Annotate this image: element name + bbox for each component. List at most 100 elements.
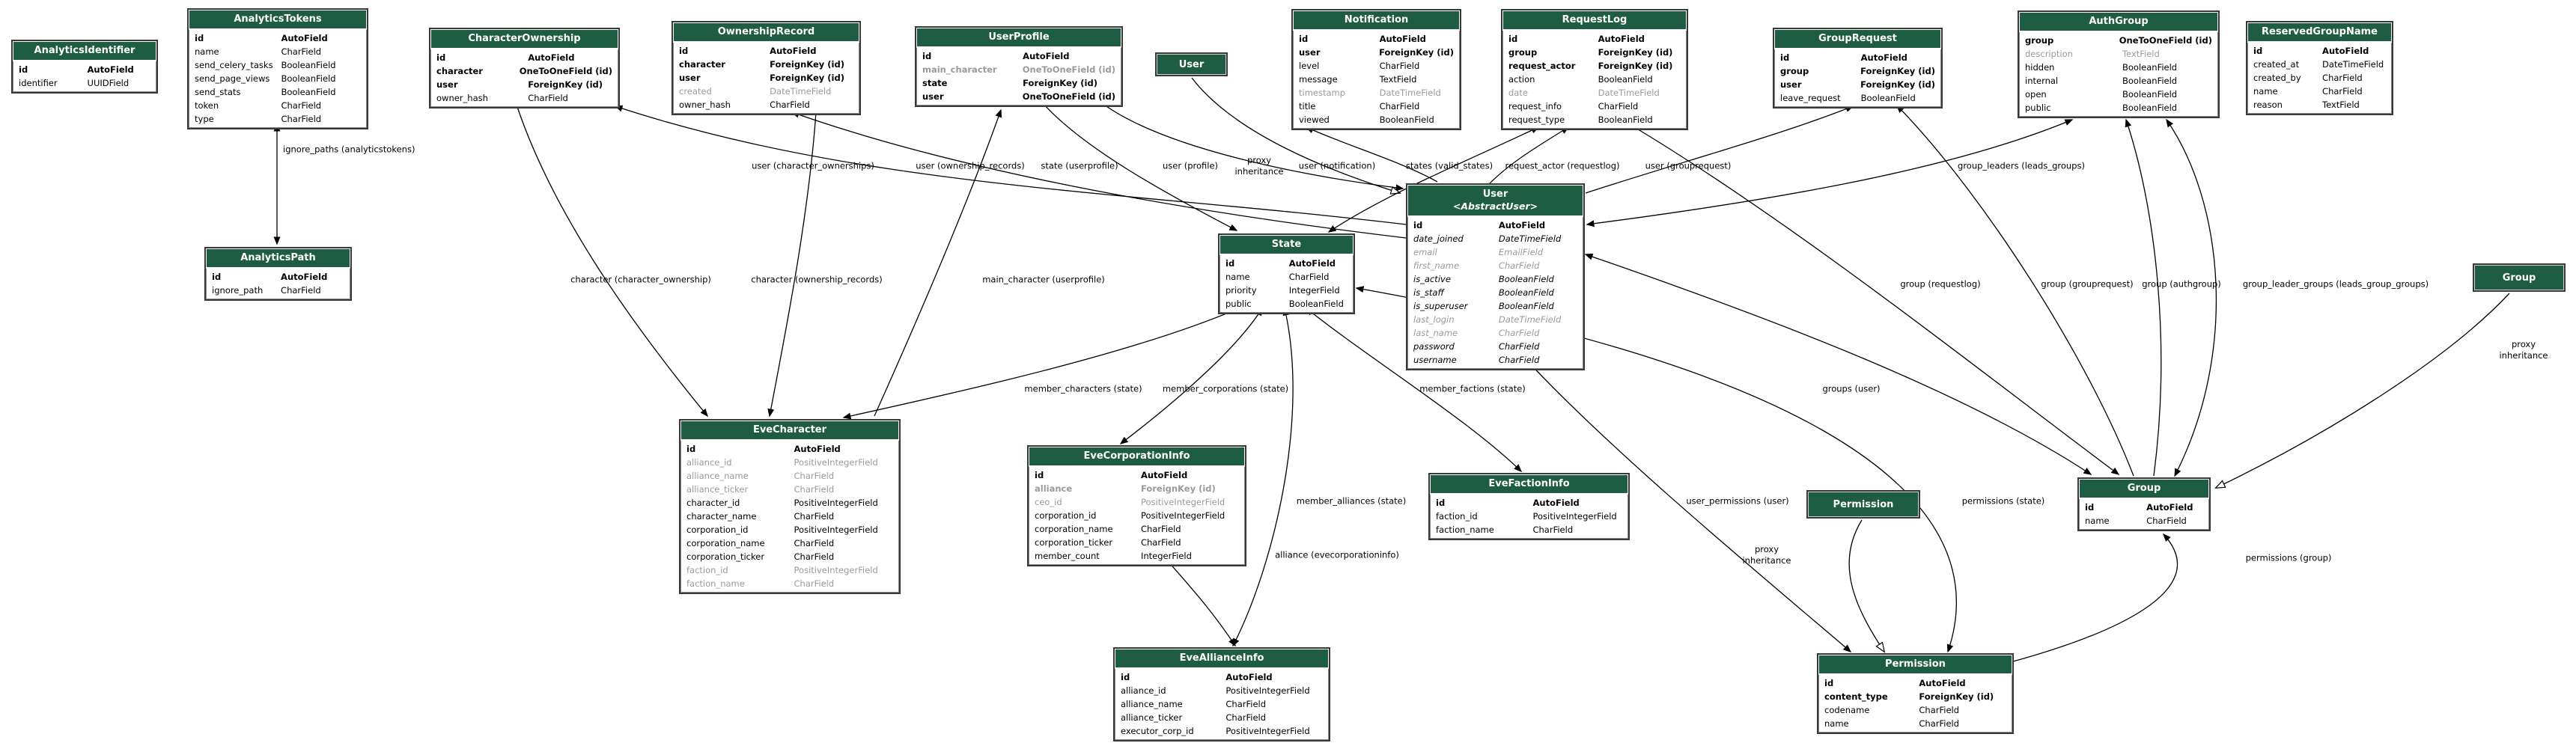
- relationship-edge: [2125, 118, 2162, 477]
- relationship-edge: [1167, 560, 1236, 647]
- edge-label: state (userprofile): [1041, 160, 1118, 171]
- field-name: public: [2025, 103, 2051, 114]
- field-type: CharField: [770, 100, 810, 111]
- field-type: AutoField: [1498, 219, 1546, 230]
- field-type: OneToOneField (id): [1022, 64, 1115, 76]
- relationship-edge: [1327, 126, 1540, 233]
- relationship-edge: [1119, 307, 1263, 444]
- field-name: faction_id: [1436, 511, 1478, 522]
- field-type: CharField: [1225, 712, 1267, 724]
- field-name: name: [1824, 718, 1849, 730]
- field-type: CharField: [528, 93, 568, 104]
- model-table-title: AuthGroup: [2019, 12, 2218, 33]
- model-table-title: Notification: [1293, 10, 1460, 31]
- model-name: CharacterOwnership: [468, 33, 581, 44]
- field-name: group: [1508, 47, 1538, 58]
- field-type: PositiveIntegerField: [794, 525, 878, 536]
- field-type: ForeignKey (id): [1598, 61, 1673, 72]
- field-type: BooleanField: [1860, 93, 1916, 104]
- model-table-title: ReservedGroupName: [2247, 22, 2392, 43]
- field-type: AutoField: [1140, 470, 1188, 481]
- field-name: id: [1508, 34, 1518, 45]
- field-name: id: [2253, 46, 2263, 57]
- field-name: group: [2025, 35, 2054, 46]
- field-name: id: [19, 64, 28, 76]
- model-table-title: Permission: [1818, 655, 2012, 676]
- field-name: username: [1413, 354, 1457, 365]
- field-type: PositiveIntegerField: [794, 565, 878, 576]
- field-name: character_id: [686, 498, 740, 509]
- field-name: content_type: [1824, 691, 1888, 703]
- field-name: corporation_ticker: [686, 551, 765, 563]
- field-name: send_stats: [195, 87, 241, 98]
- field-type: BooleanField: [1598, 74, 1653, 85]
- edge-label: ignore_paths (analyticstokens): [283, 144, 415, 155]
- field-type: OneToOneField (id): [1022, 91, 1115, 103]
- field-type: BooleanField: [1498, 273, 1554, 284]
- field-name: reason: [2253, 100, 2283, 111]
- field-type: BooleanField: [1498, 287, 1554, 298]
- field-name: date_joined: [1413, 233, 1464, 244]
- field-name: user: [436, 79, 458, 91]
- field-type: PositiveIntegerField: [1225, 685, 1310, 697]
- field-name: id: [212, 272, 222, 283]
- relationship-edge: [614, 105, 1407, 225]
- field-type: BooleanField: [281, 60, 336, 71]
- field-type: CharField: [1498, 354, 1540, 365]
- model-table-title: AnalyticsIdentifier: [13, 41, 156, 62]
- field-type: CharField: [794, 538, 835, 549]
- field-type: CharField: [1532, 525, 1574, 536]
- model-name: RequestLog: [1562, 14, 1627, 25]
- field-name: alliance_name: [1121, 699, 1183, 710]
- model-name: EveCorporationInfo: [1083, 450, 1190, 462]
- relationship-edge: [842, 308, 1240, 420]
- field-name: user: [1780, 79, 1802, 91]
- model-name: Group: [2127, 483, 2161, 494]
- field-name: id: [1436, 498, 1446, 509]
- field-name: title: [1299, 101, 1316, 112]
- field-type: UUIDField: [87, 78, 130, 89]
- field-type: DateTimeField: [1379, 88, 1441, 99]
- field-name: id: [1225, 258, 1235, 269]
- field-name: id: [922, 51, 932, 62]
- field-name: alliance_id: [686, 457, 732, 468]
- field-type: ForeignKey (id): [770, 59, 844, 70]
- field-name: last_name: [1413, 327, 1458, 338]
- field-name: is_active: [1413, 273, 1451, 284]
